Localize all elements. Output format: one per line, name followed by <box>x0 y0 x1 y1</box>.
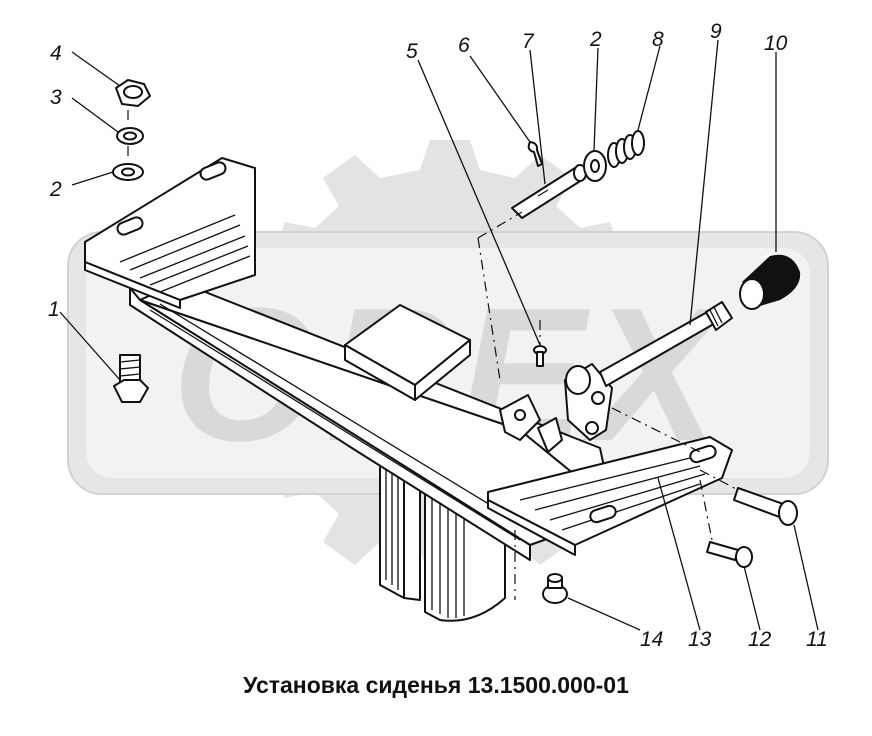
callout-4: 4 <box>50 42 62 65</box>
bolt-part-12 <box>706 541 753 568</box>
seat-bracket-frame <box>84 157 733 622</box>
callout-5: 5 <box>406 40 418 63</box>
screw-part-5 <box>533 345 547 367</box>
cotter-pin-part-6 <box>527 141 543 167</box>
callout-3: 3 <box>50 86 62 109</box>
pin-part-11 <box>733 487 798 526</box>
callout-1: 1 <box>48 298 60 321</box>
grease-fitting-part-14 <box>542 573 568 604</box>
spring-part-8 <box>607 130 645 168</box>
assembly-axes <box>127 110 739 600</box>
figure-caption: Установка сиденья 13.1500.000-01 <box>243 672 629 698</box>
callout-labels: 4 3 2 1 5 6 7 2 8 9 10 14 13 12 11 <box>48 20 828 651</box>
callout-7: 7 <box>522 30 535 53</box>
callout-8: 8 <box>652 28 664 51</box>
callout-9: 9 <box>710 20 722 43</box>
callout-2-right: 2 <box>589 28 602 51</box>
washer-part-2-left <box>112 163 144 181</box>
callout-11: 11 <box>806 628 828 651</box>
axle-part-9 <box>599 301 733 387</box>
bolt-part-1 <box>113 354 149 403</box>
pin-part-7 <box>511 164 587 219</box>
callout-10: 10 <box>764 32 788 55</box>
pivot-lug-assembly <box>564 363 613 441</box>
spring-washer-part-3 <box>116 127 144 145</box>
washer-part-2-right <box>583 150 607 182</box>
callout-14: 14 <box>640 628 663 651</box>
leader-lines <box>59 39 819 631</box>
nut-part-4 <box>115 79 151 107</box>
callout-13: 13 <box>688 628 712 651</box>
callout-2-left: 2 <box>49 178 62 201</box>
callout-12: 12 <box>748 628 772 651</box>
callout-6: 6 <box>458 34 470 57</box>
rubber-bumper-part-10 <box>739 253 801 310</box>
